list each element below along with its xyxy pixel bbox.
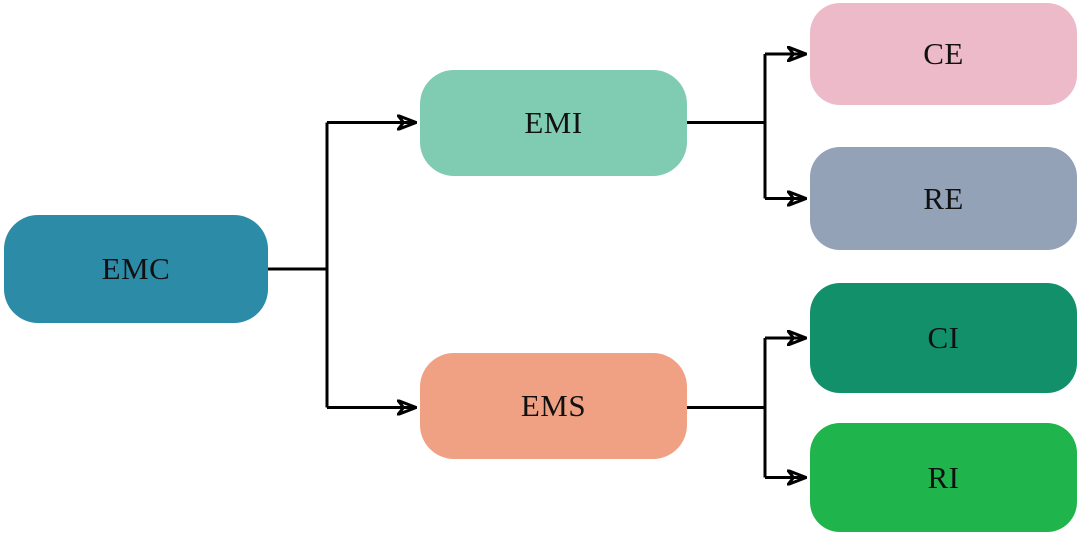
node-emi: EMI [420,70,687,176]
node-re: RE [810,147,1077,250]
node-ems: EMS [420,353,687,459]
node-emi-label: EMI [524,105,583,140]
node-emc: EMC [4,215,268,323]
node-ems-label: EMS [520,388,587,423]
node-emc-label: EMC [101,251,171,286]
node-ci: CI [810,283,1077,393]
node-ci-label: CI [927,320,960,355]
node-re-label: RE [923,180,964,216]
node-ce-label: CE [923,36,964,71]
node-ri: RI [810,423,1077,532]
node-ce: CE [810,3,1077,105]
node-ri-label: RI [927,459,960,495]
